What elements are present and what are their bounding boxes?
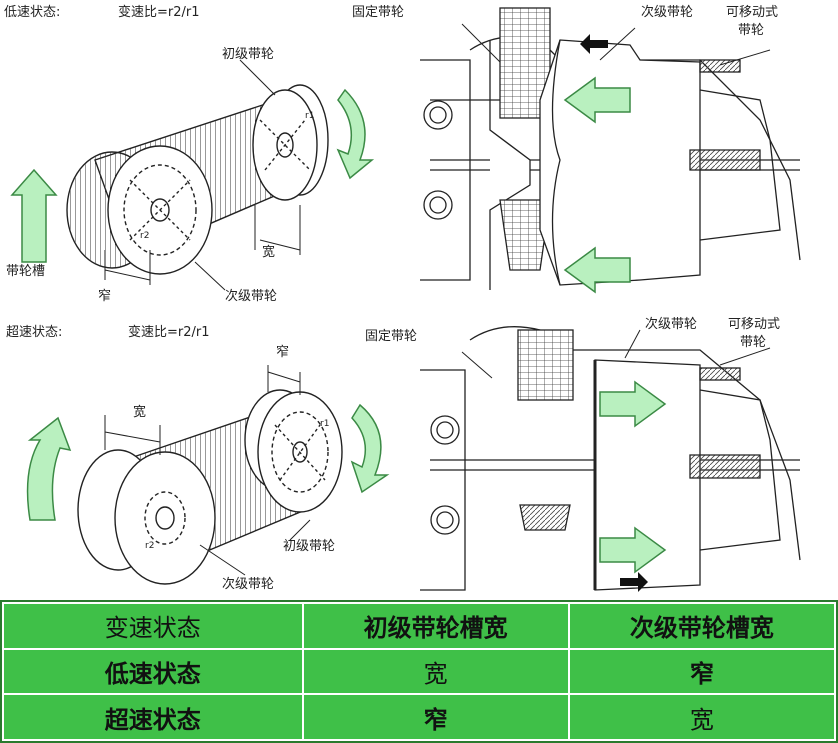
overdrive-belt-drive [77,365,343,585]
table-cell: 窄 [301,693,570,741]
table-row: 超速状态 窄 宽 [2,693,837,741]
r2-label: r2 [140,231,150,241]
push-arrow-icon [599,380,667,428]
r1-label: r1 [305,111,315,121]
push-arrow-icon [563,76,631,124]
overdrive-cross-section [420,326,801,591]
table-cell: 窄 [567,647,837,696]
movable-label-bottom-2: 带轮 [740,335,767,350]
overdrive-ratio-label: 变速比=r2/r1 [128,325,210,340]
rotate-arrow-icon [336,88,375,180]
low-speed-belt-drive [66,59,329,291]
wide-label: 宽 [262,245,276,260]
movable-label-2: 带轮 [738,23,765,38]
r1-label-bottom: r1 [320,419,330,429]
secondary-right-label: 次级带轮 [641,5,694,20]
low-speed-state-label: 低速状态: [4,5,61,20]
narrow-label: 窄 [98,289,112,304]
rotate-arrow-icon [26,416,72,521]
comparison-table: 变速状态 初级带轮槽宽 次级带轮槽宽 低速状态 宽 窄 超速状态 窄 宽 [0,600,838,743]
table-row: 低速状态 宽 窄 [2,647,837,696]
small-arrow-icon [620,572,648,592]
table-cell: 宽 [301,647,570,696]
secondary-pulley-label-bottom: 次级带轮 [222,577,275,592]
push-arrow-icon [563,246,631,294]
rotate-arrow-icon [10,168,58,263]
movable-label: 可移动式 [726,5,779,20]
fixed-pulley-label-bottom: 固定带轮 [365,329,418,344]
low-speed-ratio-label: 变速比=r2/r1 [118,5,200,20]
table-header-row: 变速状态 初级带轮槽宽 次级带轮槽宽 [2,602,837,650]
primary-pulley-label: 初级带轮 [222,47,275,62]
groove-label: 带轮槽 [6,264,46,279]
table-header-cell: 初级带轮槽宽 [301,602,570,650]
movable-label-bottom: 可移动式 [728,317,781,332]
primary-pulley-label-bottom: 初级带轮 [283,539,336,554]
r2-label-bottom: r2 [145,541,155,551]
diagram-area: 低速状态: 变速比=r2/r1 初级带轮 次级带轮 带轮槽 宽 窄 r1 r2 … [4,5,835,592]
table-cell: 宽 [567,693,837,741]
secondary-pulley-label: 次级带轮 [225,289,278,304]
small-arrow-icon [580,34,608,54]
table-header-cell: 变速状态 [2,602,304,650]
table-header-cell: 次级带轮槽宽 [567,602,837,650]
diagram-svg [10,5,835,592]
secondary-right-label-bottom: 次级带轮 [645,317,698,332]
narrow-label-bottom: 窄 [276,345,290,360]
wide-label-bottom: 宽 [133,405,147,420]
low-speed-cross-section [415,5,835,300]
push-arrow-icon [599,526,667,574]
rotate-arrow-icon [350,403,390,494]
overdrive-state-label: 超速状态: [6,325,63,340]
table-cell: 低速状态 [2,647,304,696]
table-cell: 超速状态 [2,693,304,741]
fixed-pulley-label: 固定带轮 [352,5,405,20]
